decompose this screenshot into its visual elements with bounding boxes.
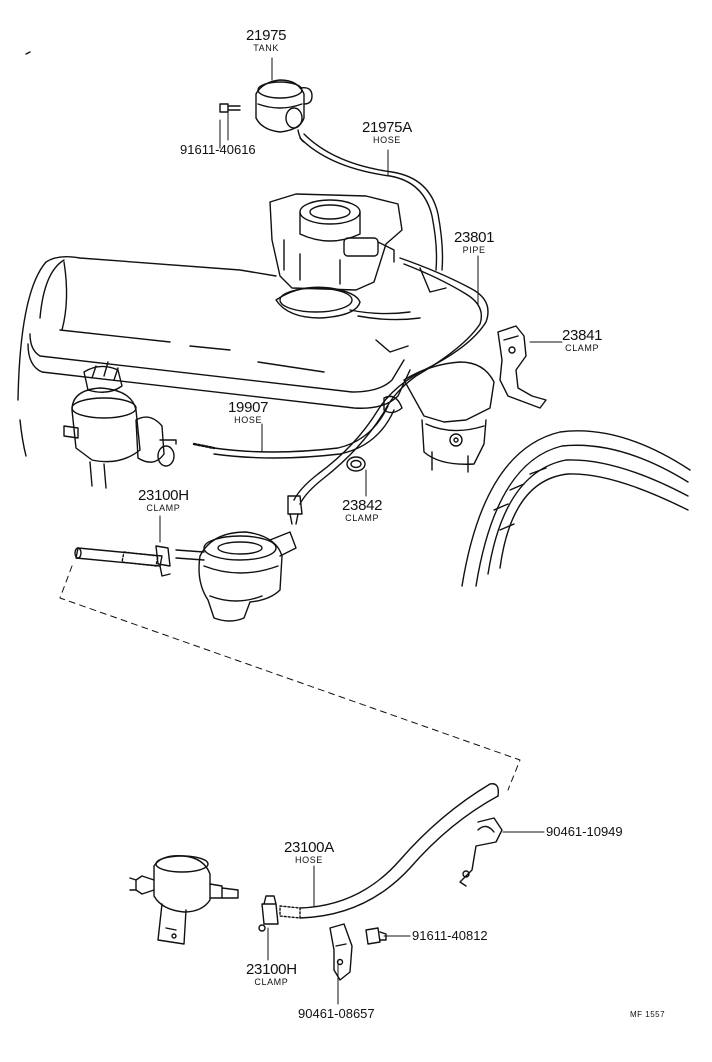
part-name: HOSE xyxy=(373,135,401,145)
part-number: 23100A xyxy=(284,839,334,856)
hose-clamp-icon xyxy=(259,896,278,931)
vapor-hose-icon xyxy=(300,134,443,270)
part-name: CLAMP xyxy=(565,343,600,353)
fuel-pipe-icon xyxy=(288,258,488,524)
label-91611-40616: 91611-40616 xyxy=(180,142,256,157)
callout-23842: 23842 CLAMP xyxy=(342,497,383,523)
long-hose-icon xyxy=(280,784,498,918)
hose-clamp-icon xyxy=(156,546,170,576)
charcoal-tank-icon xyxy=(256,80,312,142)
mounting-bracket-icon xyxy=(330,924,352,980)
corner-mark xyxy=(26,52,30,54)
label-90461-10949: 90461-10949 xyxy=(546,824,623,839)
fuel-hose-icon xyxy=(194,406,394,458)
part-number: 21975A xyxy=(362,119,412,136)
ring-clamp-icon xyxy=(347,457,365,471)
hose-bracket-icon xyxy=(460,818,502,886)
callout-23841: 23841 CLAMP xyxy=(562,327,603,353)
short-hose-icon xyxy=(75,548,162,566)
callout-21975a: 21975A HOSE xyxy=(362,120,412,145)
part-name: CLAMP xyxy=(146,503,181,513)
part-name: HOSE xyxy=(295,855,323,865)
part-number: 19907 xyxy=(228,399,269,416)
valve-cover-icon xyxy=(18,257,410,456)
part-name: PIPE xyxy=(462,245,486,255)
figure-code: MF 1557 xyxy=(630,1010,666,1019)
part-name: HOSE xyxy=(234,415,263,425)
part-number: 23100H xyxy=(138,487,189,504)
callout-23100h-top: 23100H CLAMP xyxy=(138,488,189,513)
part-name: CLAMP xyxy=(254,977,289,987)
bolt-icon xyxy=(366,928,386,944)
fuel-pump-icon xyxy=(176,532,296,621)
part-number: 21975 xyxy=(246,27,287,44)
fuel-filter-icon xyxy=(130,856,238,944)
part-number: 23842 xyxy=(342,497,383,514)
part-number: 23841 xyxy=(562,327,603,344)
part-number: 23100H xyxy=(246,961,297,978)
fan-belt-icon xyxy=(462,431,690,586)
part-name: TANK xyxy=(253,43,279,53)
callout-23100a: 23100A HOSE xyxy=(284,840,334,865)
bolt-icon xyxy=(220,104,240,112)
thermostat-housing-icon xyxy=(404,362,494,472)
part-name: CLAMP xyxy=(345,513,380,523)
callout-23801: 23801 PIPE xyxy=(454,229,495,255)
connection-dashed-line xyxy=(60,566,520,790)
callout-21975: 21975 TANK xyxy=(246,27,287,53)
label-91611-40812: 91611-40812 xyxy=(412,928,488,943)
callout-19907: 19907 HOSE xyxy=(228,399,269,425)
label-90461-08657: 90461-08657 xyxy=(298,1006,375,1021)
callout-23100h-bottom: 23100H CLAMP xyxy=(246,962,297,987)
leader-lines xyxy=(160,58,562,1004)
part-number: 23801 xyxy=(454,229,495,246)
carburetor-icon xyxy=(270,194,420,320)
pipe-clamp-icon xyxy=(498,326,546,408)
distributor-icon xyxy=(64,362,176,488)
